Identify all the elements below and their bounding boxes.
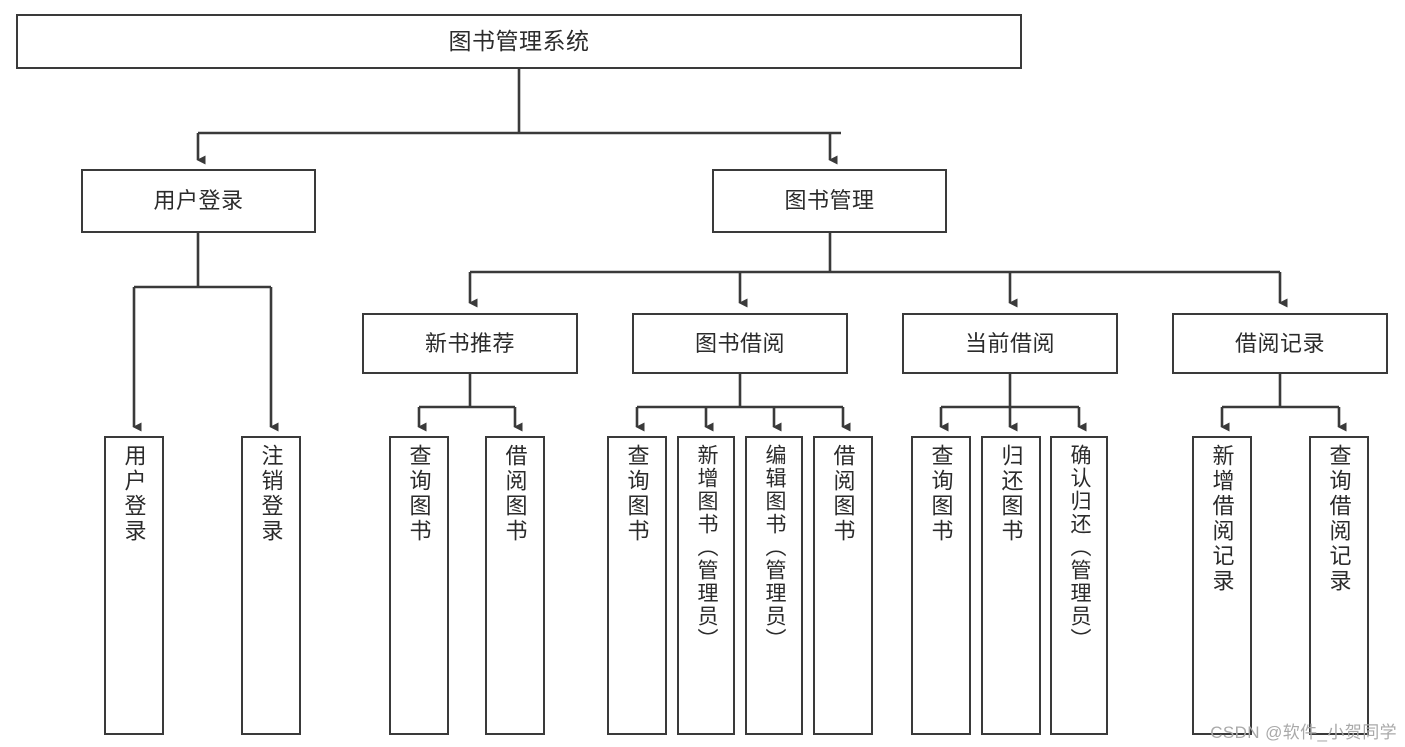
node-label: 归还图书 — [998, 444, 1024, 544]
node-root-book-management-system[interactable]: 图书管理系统 — [16, 14, 1022, 69]
node-label: 图书借阅 — [694, 330, 785, 356]
node-label: 查询图书 — [406, 444, 432, 544]
node-label: 新增借阅记录 — [1209, 444, 1235, 594]
node-label: 借阅记录 — [1234, 330, 1325, 356]
leaf-borrow-book-recommend[interactable]: 借阅图书 — [485, 436, 545, 735]
node-book-borrow[interactable]: 图书借阅 — [632, 313, 848, 374]
node-label: 新增图书（管理员） — [695, 444, 719, 651]
node-label: 用户登录 — [153, 188, 244, 214]
node-label: 查询图书 — [624, 444, 650, 544]
node-label: 借阅图书 — [502, 444, 528, 544]
node-borrow-record[interactable]: 借阅记录 — [1172, 313, 1388, 374]
leaf-query-book-recommend[interactable]: 查询图书 — [389, 436, 449, 735]
node-label: 新书推荐 — [424, 330, 515, 356]
leaf-query-book-current[interactable]: 查询图书 — [911, 436, 971, 735]
leaf-query-book-borrow[interactable]: 查询图书 — [607, 436, 667, 735]
node-current-borrow[interactable]: 当前借阅 — [902, 313, 1118, 374]
node-label: 图书管理 — [784, 188, 875, 214]
node-label: 查询借阅记录 — [1326, 444, 1352, 594]
leaf-query-borrow-record[interactable]: 查询借阅记录 — [1309, 436, 1369, 735]
node-new-book-recommend[interactable]: 新书推荐 — [362, 313, 578, 374]
leaf-user-login[interactable]: 用户登录 — [104, 436, 164, 735]
node-label: 注销登录 — [258, 444, 284, 544]
leaf-add-borrow-record[interactable]: 新增借阅记录 — [1192, 436, 1252, 735]
leaf-edit-book-admin[interactable]: 编辑图书（管理员） — [745, 436, 803, 735]
leaf-borrow-book[interactable]: 借阅图书 — [813, 436, 873, 735]
node-label: 用户登录 — [121, 444, 147, 544]
leaf-return-book[interactable]: 归还图书 — [981, 436, 1041, 735]
node-label: 确认归还（管理员） — [1068, 444, 1092, 651]
leaf-logout-login[interactable]: 注销登录 — [241, 436, 301, 735]
leaf-add-book-admin[interactable]: 新增图书（管理员） — [677, 436, 735, 735]
node-label: 当前借阅 — [964, 330, 1055, 356]
csdn-watermark: CSDN @软件_小贺同学 — [1210, 723, 1397, 742]
leaf-confirm-return-admin[interactable]: 确认归还（管理员） — [1050, 436, 1108, 735]
node-label: 图书管理系统 — [448, 27, 590, 54]
node-label: 查询图书 — [928, 444, 954, 544]
node-label: 借阅图书 — [830, 444, 856, 544]
node-label: 编辑图书（管理员） — [763, 444, 787, 651]
node-user-login[interactable]: 用户登录 — [81, 169, 316, 233]
node-book-management[interactable]: 图书管理 — [712, 169, 947, 233]
